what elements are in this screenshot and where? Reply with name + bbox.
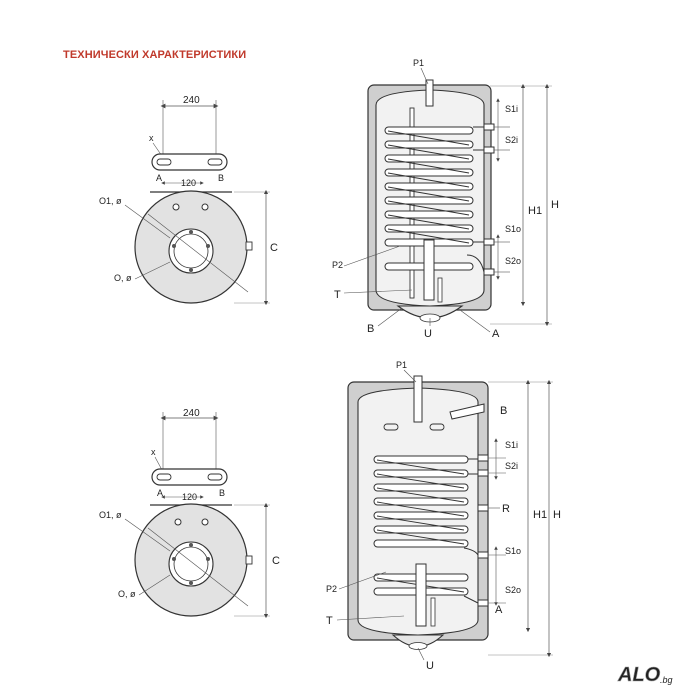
bottom-plan-o2-label: O, ø	[118, 589, 136, 599]
bottom-section-s1o-label: S1o	[505, 546, 521, 556]
bottom-plan-dim-240: 240	[183, 408, 200, 419]
bottom-section-a-label: A	[495, 604, 503, 616]
top-section-b-label: B	[367, 323, 374, 335]
bottom-section-s2i-label: S2i	[505, 461, 518, 471]
top-plan-flange	[151, 153, 228, 171]
bottom-plan-view: 240 x A B 120 O1, ø O, ø C	[99, 408, 280, 619]
top-section-s2o-label: S2o	[505, 256, 521, 266]
top-plan-view: 240 x A B 120 O1, ø O, ø C	[99, 95, 278, 306]
top-section-p2-label: P2	[332, 260, 343, 270]
top-section-t-label: T	[334, 289, 341, 301]
bottom-section-r-label: R	[502, 503, 510, 515]
bottom-plan-a-label: A	[157, 488, 163, 498]
top-section-s1i-label: S1i	[505, 104, 518, 114]
bottom-section-s2o-label: S2o	[505, 585, 521, 595]
top-section-u-label: U	[424, 328, 432, 340]
page-heading: ТЕХНИЧЕСКИ ХАРАКТЕРИСТИКИ	[63, 49, 247, 61]
bottom-section-p1-label: P1	[396, 360, 407, 370]
bottom-section-u-label: U	[426, 660, 434, 672]
top-plan-b-label: B	[218, 173, 224, 183]
top-section-view: P1	[332, 58, 559, 340]
bottom-plan-x-label: x	[151, 447, 156, 457]
top-plan-o1-label: O1, ø	[99, 196, 122, 206]
bottom-section-t-label: T	[326, 615, 333, 627]
top-plan-x-label: x	[149, 133, 154, 143]
bottom-section-p2-label: P2	[326, 584, 337, 594]
watermark-suffix: .bg	[660, 675, 673, 685]
bottom-plan-dim-120: 120	[182, 492, 197, 502]
bottom-plan-c-label: C	[272, 555, 280, 567]
top-section-s2i-label: S2i	[505, 135, 518, 145]
bottom-section-h1-label: H1	[533, 509, 547, 521]
top-section-h1-label: H1	[528, 205, 542, 217]
top-plan-dim-120: 120	[181, 178, 196, 188]
top-plan-a-label: A	[156, 173, 162, 183]
bottom-section-view: P1 B	[326, 360, 561, 672]
top-section-s1o-label: S1o	[505, 224, 521, 234]
bottom-section-b-label: B	[500, 405, 507, 417]
top-section-h-label: H	[551, 199, 559, 211]
bottom-section-h-label: H	[553, 509, 561, 521]
site-watermark: ALO .bg	[616, 661, 686, 692]
top-section-a-label: A	[492, 328, 500, 340]
bottom-plan-b-label: B	[219, 488, 225, 498]
bottom-plan-flange	[151, 468, 228, 486]
top-section-p1-label: P1	[413, 58, 424, 68]
bottom-plan-o1-label: O1, ø	[99, 510, 122, 520]
top-plan-dim-240: 240	[183, 95, 200, 106]
top-plan-o2-label: O, ø	[114, 273, 132, 283]
bottom-section-s1i-label: S1i	[505, 440, 518, 450]
watermark-main: ALO	[617, 664, 661, 686]
top-plan-c-label: C	[270, 242, 278, 254]
